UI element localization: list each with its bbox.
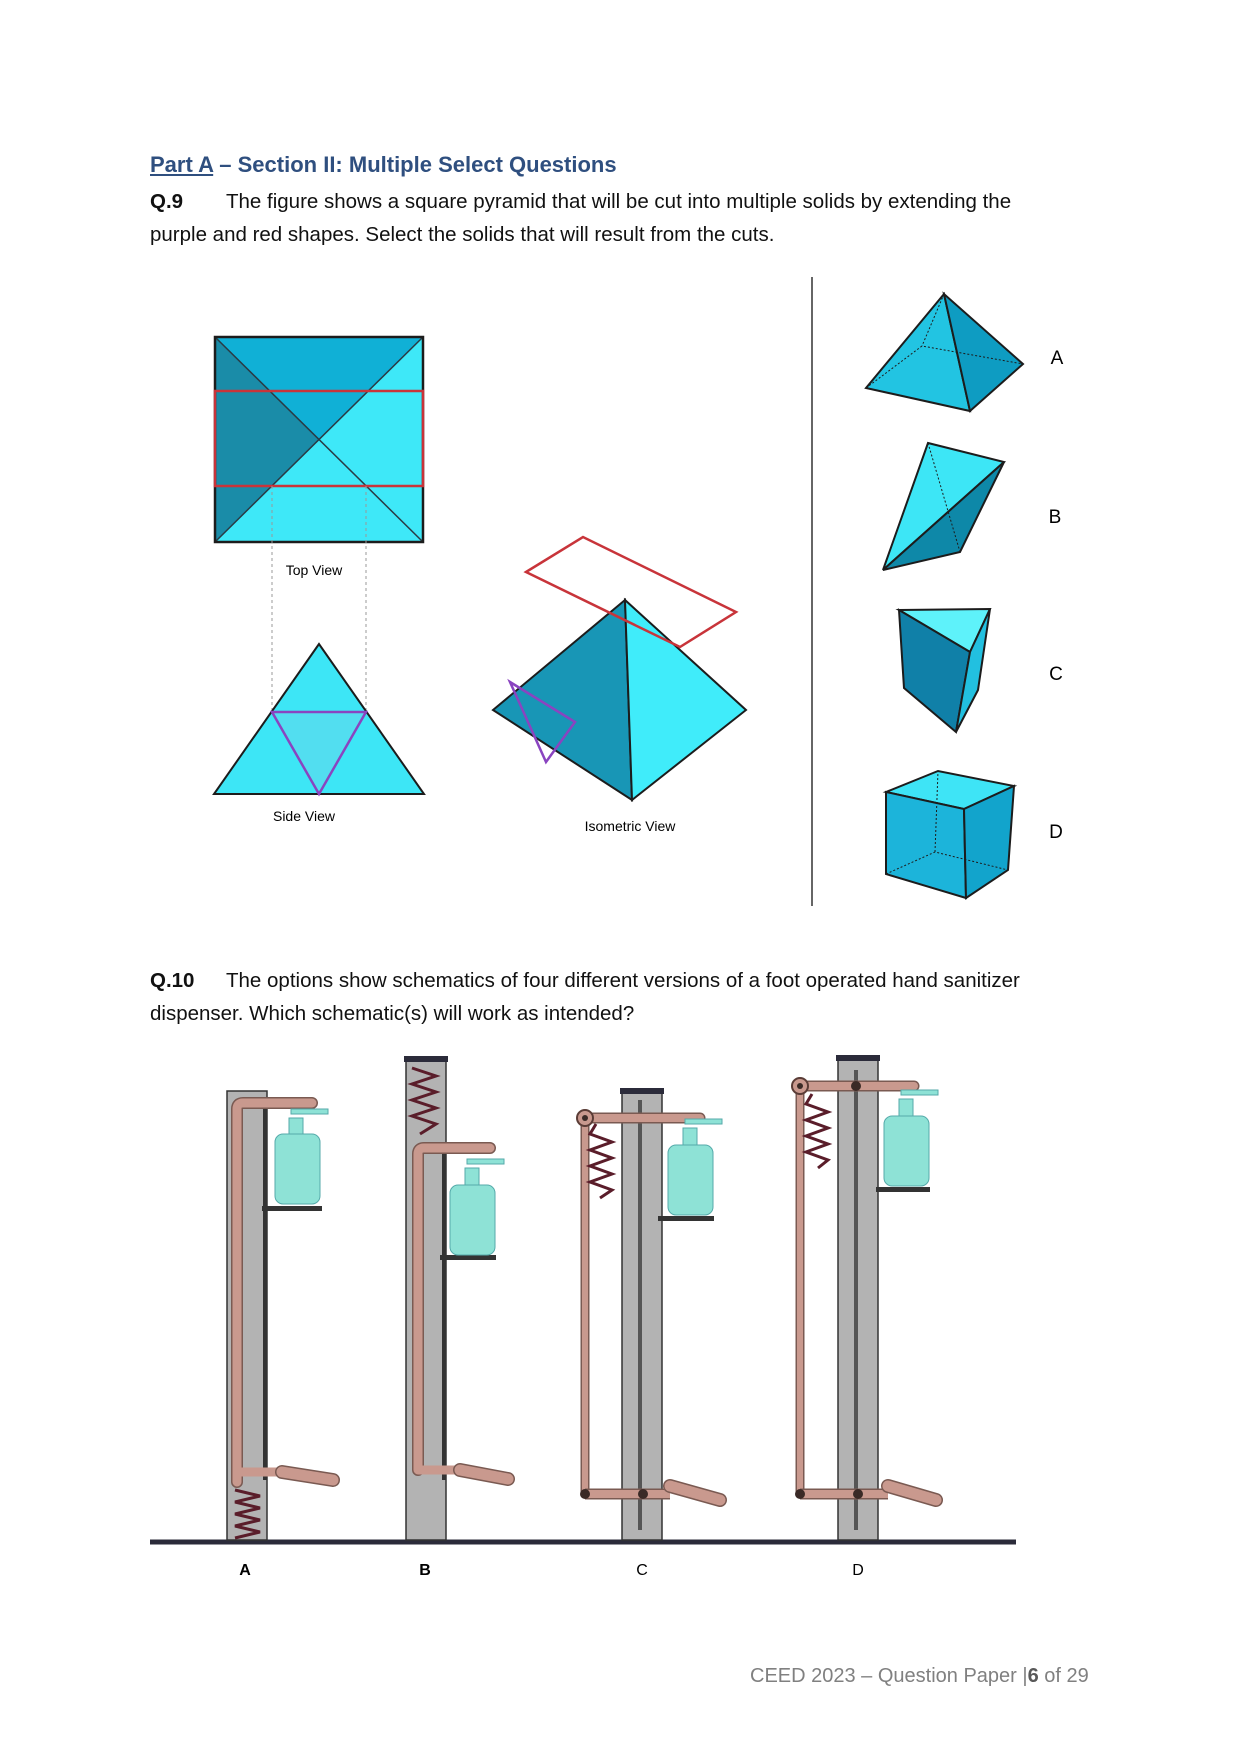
option-b-tetrahedron — [882, 441, 1007, 571]
isometric-view-drawing — [491, 535, 748, 803]
dispenser-b — [404, 1056, 515, 1541]
section-title: – Section II: Multiple Select Questions — [213, 152, 617, 177]
dispenser-c — [576, 1088, 727, 1541]
q10-option-d-label: D — [852, 1562, 864, 1579]
q10-text: Q.10 The options show schematics of four … — [150, 964, 1100, 1030]
section-heading: Part A – Section II: Multiple Select Que… — [150, 152, 617, 178]
side-view-label: Side View — [273, 808, 336, 824]
q10-line2: dispenser. Which schematic(s) will work … — [150, 1002, 635, 1025]
page-footer: CEED 2023 – Question Paper |6 of 29 — [750, 1665, 1089, 1688]
dispenser-a — [226, 1090, 340, 1541]
dispenser-d — [791, 1055, 943, 1541]
q10-number: Q.10 — [150, 969, 195, 992]
q10-option-c-label: C — [636, 1562, 648, 1579]
option-c-prism — [895, 607, 992, 734]
side-view-drawing — [212, 642, 426, 797]
q10-option-a-label: A — [239, 1562, 251, 1579]
q9-option-b-label: B — [1049, 507, 1062, 528]
option-d-cube — [882, 769, 1018, 900]
footer-page-total: of 29 — [1038, 1665, 1089, 1687]
q10-option-b-label: B — [419, 1562, 431, 1579]
q10-line1: The options show schematics of four diff… — [226, 969, 1020, 992]
top-view-drawing — [213, 335, 425, 710]
q9-line1: The figure shows a square pyramid that w… — [226, 190, 1012, 213]
top-view-label: Top View — [286, 562, 343, 578]
q9-line2: purple and red shapes. Select the solids… — [150, 223, 775, 246]
isometric-view-label: Isometric View — [585, 818, 677, 834]
q9-option-a-label: A — [1051, 348, 1064, 369]
section-part: Part A — [150, 152, 214, 177]
q9-option-c-label: C — [1049, 664, 1063, 685]
option-a-pyramid — [864, 291, 1025, 413]
q9-option-d-label: D — [1049, 822, 1063, 843]
q9-text: Q.9 The figure shows a square pyramid tha… — [150, 185, 1100, 251]
footer-page-number: 6 — [1027, 1665, 1039, 1687]
q9-number: Q.9 — [150, 190, 184, 213]
footer-title: CEED 2023 – Question Paper | — [750, 1665, 1028, 1687]
